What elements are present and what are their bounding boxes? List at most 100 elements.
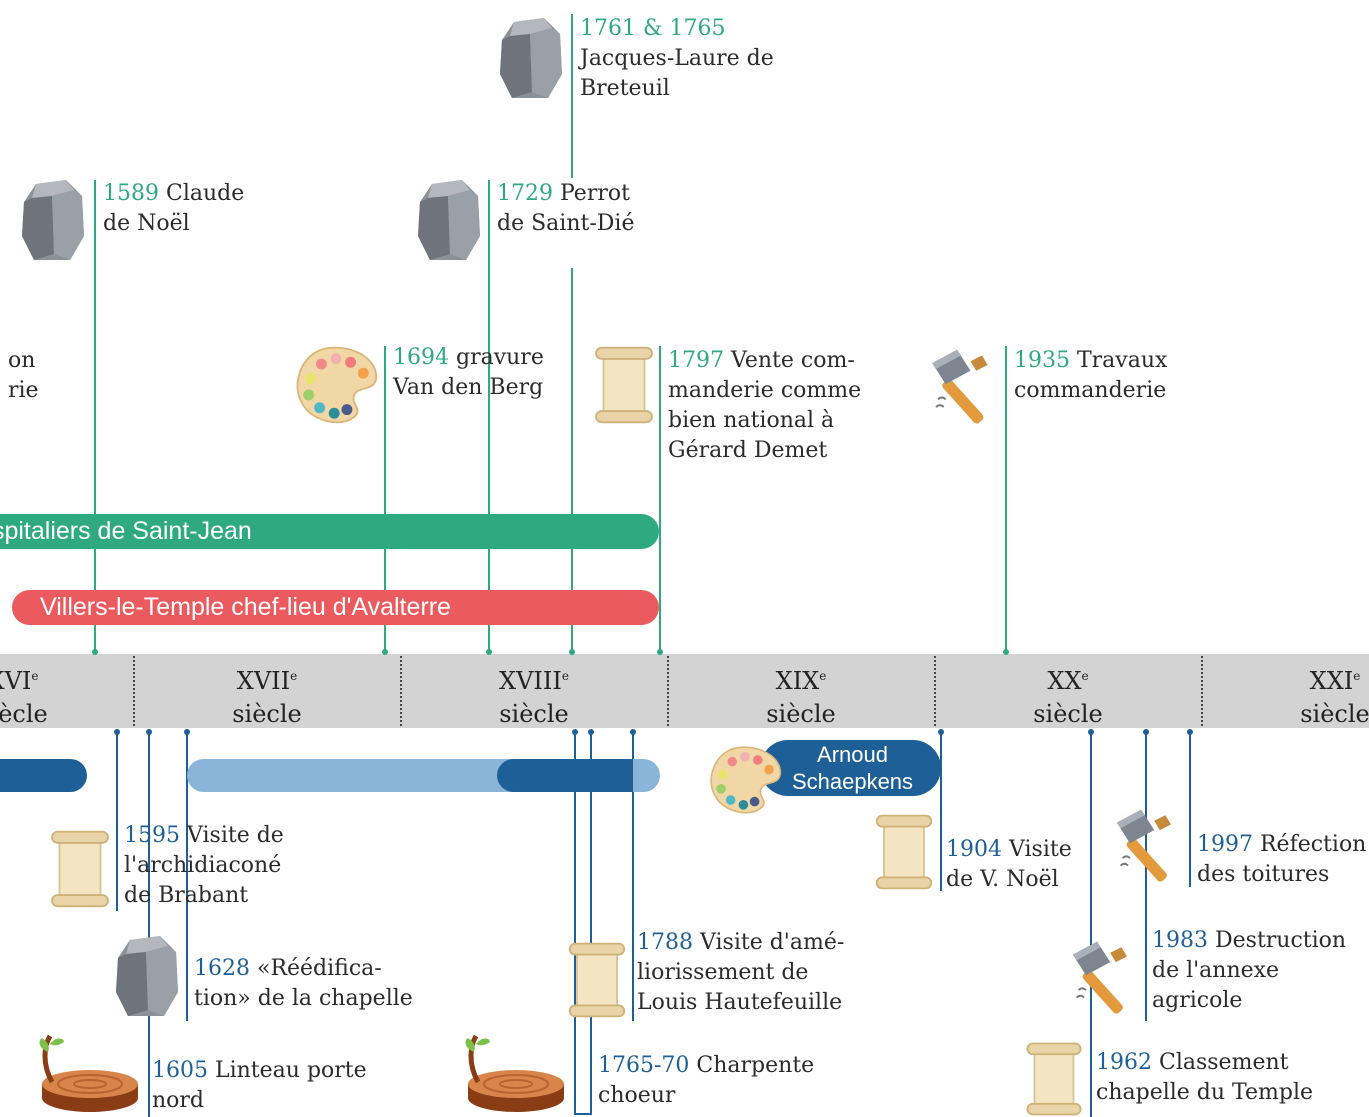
event-1788: 1788 Visite d'amé- liorissement de Louis… — [637, 928, 844, 1018]
line-1595 — [116, 731, 118, 911]
event-year: 1997 — [1197, 832, 1253, 857]
hammer-icon — [931, 348, 989, 427]
line-1765b — [590, 731, 592, 1115]
event-text: Jacques-Laure de — [580, 46, 774, 71]
stone-icon — [116, 936, 178, 1016]
event-text: de V. Noël — [946, 867, 1059, 892]
line-1589 — [94, 180, 96, 652]
scroll-icon — [1026, 1042, 1082, 1116]
event-text: Gérard Demet — [668, 438, 828, 463]
event-text: Réfection — [1253, 832, 1367, 857]
line-1765-bottom — [574, 1113, 592, 1115]
marker-dot — [569, 649, 575, 655]
event-year: 1904 — [946, 837, 1002, 862]
scroll-icon — [875, 814, 933, 890]
stone-icon — [500, 18, 562, 98]
event-year: 1935 — [1014, 348, 1070, 373]
event-text: rie — [8, 378, 39, 403]
scroll-icon — [568, 942, 626, 1018]
line-1788 — [632, 731, 634, 1021]
event-text: gravure — [449, 345, 544, 370]
hammer-icon — [1071, 940, 1128, 1017]
century-separator — [400, 656, 402, 726]
event-text: Classement — [1152, 1050, 1289, 1075]
event-text: Claude — [159, 181, 245, 206]
line-1935 — [1005, 346, 1007, 652]
event-1765-70: 1765-70 Charpente choeur — [598, 1051, 814, 1111]
event-text: Destruction — [1208, 928, 1347, 953]
line-1797 — [659, 346, 661, 652]
event-1761: 1761 & 1765 Jacques-Laure de Breteuil — [580, 14, 774, 104]
event-text: Charpente — [689, 1053, 815, 1078]
event-text: liorissement de — [637, 960, 809, 985]
event-cut-left: on rie — [8, 346, 39, 406]
event-text: Linteau porte — [208, 1058, 367, 1083]
marker-dot — [92, 649, 98, 655]
event-text: Visite de — [180, 823, 284, 848]
bar-hospitaliers: Hospitaliers de Saint-Jean — [0, 514, 659, 549]
event-text: de Noël — [103, 211, 190, 236]
event-text: choeur — [598, 1083, 676, 1108]
event-1605: 1605 Linteau porte nord — [152, 1056, 367, 1116]
line-1694 — [384, 346, 386, 652]
event-1694: 1694 gravure Van den Berg — [393, 343, 544, 403]
event-text: tion» de la chapelle — [194, 986, 413, 1011]
event-1797: 1797 Vente com- manderie comme bien nati… — [668, 346, 861, 466]
century-separator — [667, 656, 669, 726]
bar-label: Villers-le-Temple chef-lieu d'Avalterre — [40, 593, 451, 621]
century-xvi: XVIesiècle — [0, 667, 48, 728]
line-1605 — [148, 731, 150, 1117]
event-year: 1761 & 1765 — [580, 16, 726, 41]
event-year: 1694 — [393, 345, 449, 370]
event-text: on — [8, 348, 36, 373]
line-1904 — [940, 731, 942, 891]
event-text: Visite — [1002, 837, 1072, 862]
event-1729: 1729 Perrot de Saint-Dié — [497, 179, 634, 239]
marker-dot — [657, 649, 663, 655]
event-text: Louis Hautefeuille — [637, 990, 843, 1015]
event-text: «Réédifica- — [250, 956, 382, 981]
event-text: Travaux — [1070, 348, 1168, 373]
event-year: 1729 — [497, 181, 553, 206]
marker-dot — [486, 649, 492, 655]
bar-label: Arnoud Schaepkens — [791, 742, 914, 794]
event-text: des toitures — [1197, 862, 1330, 887]
event-year: 1962 — [1096, 1050, 1152, 1075]
event-text: manderie comme — [668, 378, 862, 403]
event-1997: 1997 Réfection des toitures — [1197, 830, 1366, 890]
bar-schaepkens: Arnoud Schaepkens — [760, 740, 941, 796]
century-band — [0, 654, 1369, 728]
event-text: Perrot — [553, 181, 630, 206]
line-1628 — [186, 731, 188, 1021]
event-text: commanderie — [1014, 378, 1167, 403]
event-text: Visite d'amé- — [693, 930, 845, 955]
event-text: agricole — [1152, 988, 1243, 1013]
line-1997 — [1189, 731, 1191, 887]
hammer-icon — [1115, 808, 1172, 885]
event-year: 1595 — [124, 823, 180, 848]
stone-icon — [22, 180, 84, 260]
event-text: de Saint-Dié — [497, 211, 635, 236]
event-year: 1605 — [152, 1058, 208, 1083]
event-year: 1589 — [103, 181, 159, 206]
line-1761-lower — [571, 268, 573, 652]
stone-icon — [418, 180, 480, 260]
event-text: Breteuil — [580, 76, 670, 101]
event-text: nord — [152, 1088, 205, 1113]
event-1628: 1628 «Réédifica- tion» de la chapelle — [194, 954, 413, 1014]
century-separator — [934, 656, 936, 726]
event-text: Van den Berg — [393, 375, 544, 400]
event-text: chapelle du Temple — [1096, 1080, 1314, 1105]
bar-villers: Villers-le-Temple chef-lieu d'Avalterre — [12, 590, 659, 625]
marker-dot — [382, 649, 388, 655]
century-separator — [1201, 656, 1203, 726]
marker-dot — [1003, 649, 1009, 655]
event-text: Vente com- — [724, 348, 855, 373]
scroll-icon — [51, 830, 109, 908]
event-year: 1765-70 — [598, 1053, 690, 1078]
event-text: bien national à — [668, 408, 835, 433]
event-text: l'archidiaconé — [124, 853, 282, 878]
